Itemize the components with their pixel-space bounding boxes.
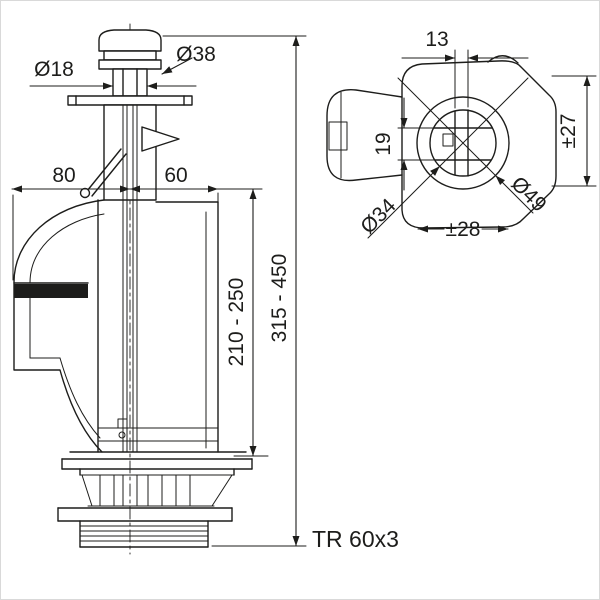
top-bump	[487, 55, 519, 64]
dim-inner-diameter-label: Ø34	[356, 194, 401, 239]
arrow-d18-left	[103, 82, 113, 90]
front-view-arrowheads	[12, 36, 300, 546]
valve-cage	[81, 474, 233, 507]
outer-circle	[416, 96, 510, 190]
arrow-d38	[162, 66, 173, 74]
top-view: 13 19 ±27 Ø34 Ø49 ±28	[326, 28, 597, 241]
dim-height-total-label: 315 - 450	[268, 254, 291, 343]
arrow-19-top	[400, 118, 408, 128]
base-flange	[57, 507, 233, 522]
dim-height-adjust-label: 210 - 250	[225, 278, 248, 367]
dim-offset-right-label: 60	[164, 164, 187, 187]
arrow-28-right	[498, 225, 508, 233]
mounting-plate	[67, 95, 193, 106]
lift-hook	[117, 418, 128, 429]
arrow-315-bottom	[292, 536, 300, 546]
arrow-60-right	[208, 185, 218, 193]
arrow-210-bottom	[249, 446, 257, 456]
upper-body	[79, 104, 180, 201]
lever-cam	[141, 126, 180, 152]
arrow-28-left	[418, 225, 428, 233]
valve-circles	[416, 96, 510, 190]
dim-neck-diameter-label: Ø18	[34, 58, 74, 81]
top-view-arrowheads	[400, 54, 591, 233]
thread	[79, 520, 209, 548]
arrow-60-left	[130, 185, 140, 193]
front-view: Ø18 Ø38 80 60 210 - 250 315 - 450 TR 60x…	[11, 23, 399, 555]
dim-slot-height-label: 19	[372, 132, 395, 155]
overflow-bell	[13, 199, 105, 453]
lever-housing	[326, 89, 403, 182]
arrow-d18-right	[147, 82, 157, 90]
arrow-13-left	[445, 54, 455, 62]
outlet-seal	[14, 284, 88, 298]
arrow-210-top	[249, 189, 257, 199]
arrow-19-bottom	[400, 160, 408, 170]
arrow-27-top	[583, 76, 591, 86]
main-body	[97, 199, 219, 453]
central-tube	[122, 104, 138, 453]
valve-seat	[61, 451, 253, 476]
center-detail	[442, 133, 454, 147]
dim-vertical-tolerance-label: ±27	[557, 114, 580, 149]
arrow-27-bottom	[583, 176, 591, 186]
arrow-d49	[495, 175, 505, 185]
arrow-13-right	[468, 54, 478, 62]
arrow-80-right	[120, 185, 130, 193]
lever-pivot	[79, 187, 91, 199]
arrow-315-top	[292, 36, 300, 46]
lever-housing-detail	[328, 121, 348, 151]
inner-circle	[429, 109, 497, 177]
lever-arm	[86, 148, 122, 192]
front-view-dimension-labels: Ø18 Ø38 80 60 210 - 250 315 - 450 TR 60x…	[34, 43, 399, 552]
dim-horizontal-tolerance-label: ±28	[446, 218, 481, 241]
arrow-d34	[430, 166, 440, 176]
dim-slot-width-label: 13	[425, 28, 448, 51]
dim-cap-diameter-label: Ø38	[176, 43, 216, 66]
diagonal-leaders	[367, 77, 534, 239]
dim-thread-label: TR 60x3	[312, 526, 399, 552]
arrow-80-left	[12, 185, 22, 193]
dim-offset-left-label: 80	[52, 164, 75, 187]
